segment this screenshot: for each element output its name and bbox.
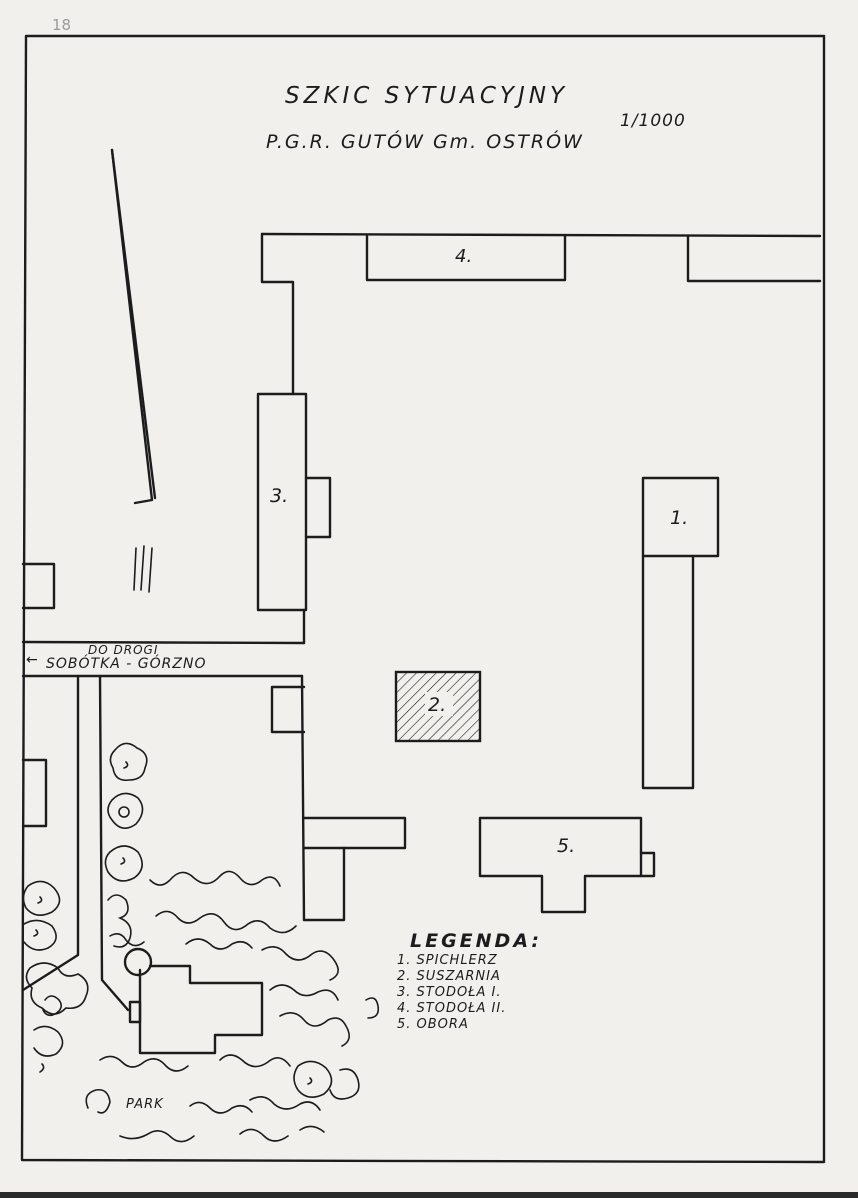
north-arrow-icon [110,148,157,593]
north-boundary [260,232,822,396]
access-road: ← DO DROGI SOBÓTKA - GÓRZNO [21,608,306,922]
building-5-label: 5. [557,835,575,857]
legend-item-5: 5. OBORA [397,1017,469,1032]
building-1-spichlerz: 1. [641,476,720,790]
legend-title: LEGENDA: [410,930,542,952]
legend-item-3: 3. STODOŁA I. [397,985,502,1000]
building-west-small [21,562,56,610]
building-3-stodola-i: 3. [256,392,332,612]
legend-item-4: 4. STODOŁA II. [397,1001,506,1016]
lane-west [21,674,130,1012]
map-frame [20,34,826,1164]
building-4-stodola-ii: 4. [365,234,567,282]
building-south-l [302,816,407,922]
legend-item-2: 2. SUSZARNIA [397,969,501,984]
building-5-obora: 5. [478,816,656,914]
legend: LEGENDA: 1. SPICHLERZ 2. SUSZARNIA 3. ST… [397,930,542,1032]
building-4-label: 4. [455,246,472,267]
building-north-east [686,234,822,283]
manor-house [123,947,264,1055]
building-2-label: 2. [428,694,446,716]
building-gate [270,685,306,734]
building-2-suszarnia: 2. [394,670,482,743]
road-label-line2: SOBÓTKA - GÓRZNO [46,654,206,672]
map-scale: 1/1000 [620,111,686,131]
road-arrow-icon: ← [26,652,38,668]
page-number: 18 [52,16,71,34]
park-trees [22,742,333,1098]
building-3-label: 3. [270,485,288,507]
road-label-line1: DO DROGI [88,643,158,657]
map-title: SZKIC SYTUACYJNY [285,83,568,109]
park-label: PARK [126,1097,164,1112]
building-1-label: 1. [670,507,688,529]
park-bushes [85,870,380,1143]
legend-item-1: 1. SPICHLERZ [397,953,498,968]
map-subtitle: P.G.R. GUTÓW Gm. OSTRÓW [266,129,584,153]
